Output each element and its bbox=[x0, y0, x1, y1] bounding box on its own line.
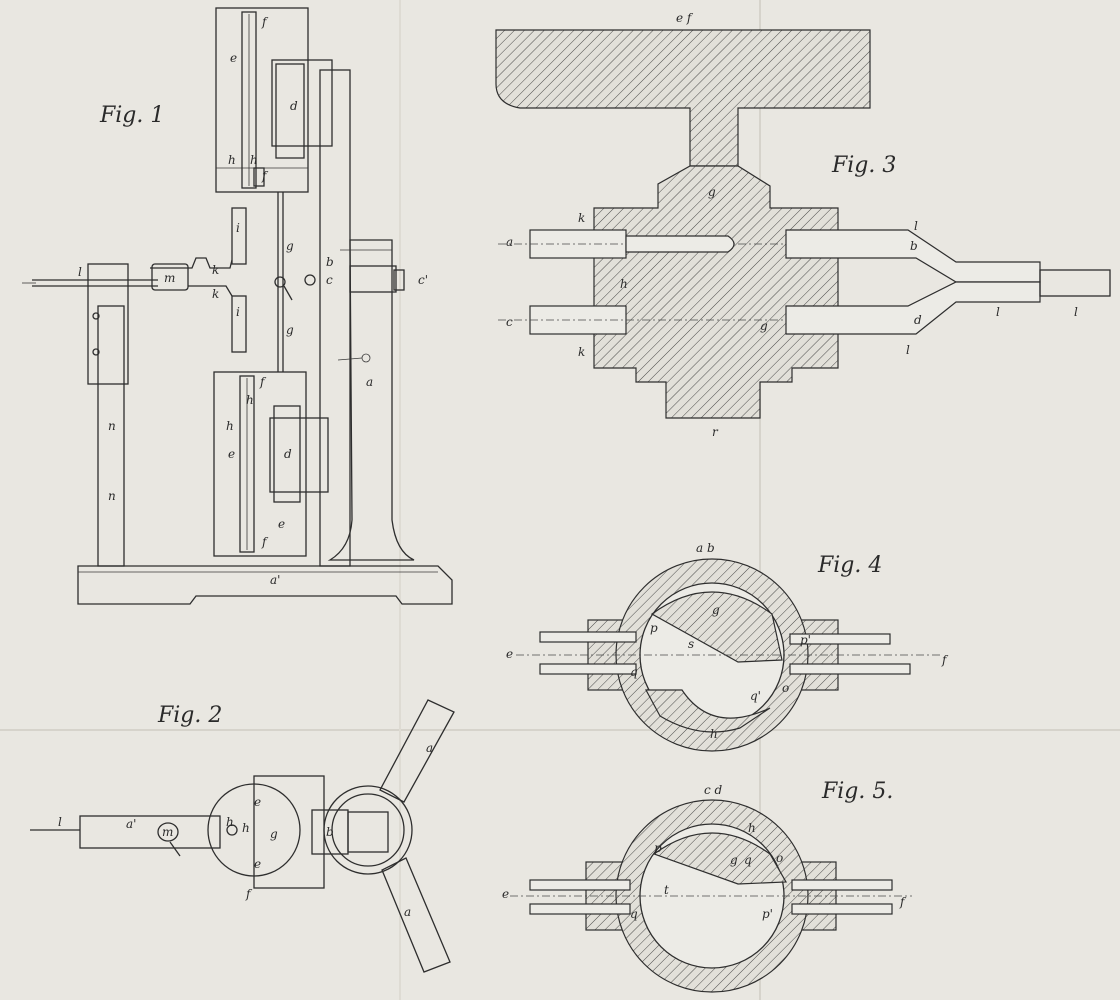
label-b: b bbox=[326, 255, 334, 269]
label-p2: p' bbox=[762, 907, 773, 921]
label-e3: e bbox=[278, 517, 285, 531]
figure-5-title: Fig. 5. bbox=[821, 779, 893, 804]
label-g1: g bbox=[708, 185, 716, 199]
label-e: e bbox=[502, 887, 509, 901]
figure-1: Fig. 1 a' n n l f e h h f d b c bbox=[22, 7, 453, 605]
column-n bbox=[97, 305, 125, 567]
label-h: h bbox=[620, 277, 628, 291]
label-g2: g bbox=[286, 323, 294, 337]
label-n1: n bbox=[108, 419, 116, 433]
label-l3: l bbox=[996, 305, 1000, 319]
valve-m bbox=[151, 263, 189, 291]
label-a2: a' bbox=[270, 573, 280, 587]
label-e1: e bbox=[254, 795, 261, 809]
label-m: m bbox=[164, 271, 175, 285]
label-s: s bbox=[688, 637, 694, 651]
label-a_bot: a bbox=[404, 905, 411, 919]
label-q2: q' bbox=[750, 689, 761, 703]
label-l2: l bbox=[906, 343, 910, 357]
label-f2: f bbox=[261, 169, 269, 183]
label-d_top: d bbox=[290, 99, 298, 113]
lower-vessel bbox=[213, 371, 307, 557]
label-q1: q bbox=[744, 853, 752, 867]
label-h1: h bbox=[228, 153, 236, 167]
label-g1: g bbox=[286, 239, 294, 253]
shaft-l bbox=[79, 815, 221, 849]
upper-vessel bbox=[215, 7, 309, 193]
label-l: l bbox=[78, 265, 82, 279]
label-k1: k bbox=[212, 263, 219, 277]
label-h2: h bbox=[250, 153, 258, 167]
label-g2: g bbox=[760, 319, 768, 333]
ring-a bbox=[323, 785, 413, 875]
figure-3-title: Fig. 3 bbox=[831, 153, 896, 178]
t-head bbox=[495, 29, 871, 167]
label-a: a bbox=[506, 235, 513, 249]
label-cd: c d bbox=[704, 783, 723, 797]
label-l1: l bbox=[914, 219, 918, 233]
label-o: o bbox=[776, 851, 783, 865]
label-f3: f bbox=[259, 375, 267, 389]
valve-body-h bbox=[593, 165, 839, 419]
label-p1: p bbox=[654, 841, 662, 855]
figure-4: Fig. 4 a b e f p g s p' q q' o h bbox=[506, 541, 949, 752]
label-q1: q bbox=[630, 665, 638, 679]
figure-2: Fig. 2 l a' m h h g e e f b a a bbox=[30, 699, 455, 973]
label-l4: l bbox=[1074, 305, 1078, 319]
label-c: c bbox=[506, 315, 513, 329]
figure-5: Fig. 5. c d e f h p g q o t q p' bbox=[502, 779, 912, 993]
label-h1: h bbox=[226, 815, 234, 829]
label-q2: q bbox=[630, 907, 638, 921]
label-c: c bbox=[326, 273, 333, 287]
figure-1-title: Fig. 1 bbox=[99, 103, 164, 128]
figure-4-title: Fig. 4 bbox=[817, 553, 882, 578]
label-h3: h bbox=[246, 393, 254, 407]
label-b: b bbox=[910, 239, 918, 253]
label-ab: a b bbox=[696, 541, 715, 555]
stand-a bbox=[327, 239, 415, 561]
label-k1: k bbox=[578, 211, 585, 225]
label-g: g bbox=[712, 603, 720, 617]
label-a2: a' bbox=[126, 817, 136, 831]
label-c2: c' bbox=[418, 273, 428, 287]
label-g: g bbox=[270, 827, 278, 841]
label-f: f bbox=[941, 653, 949, 667]
label-d2: d bbox=[284, 447, 292, 461]
label-e_top: e bbox=[230, 51, 237, 65]
label-o: o bbox=[782, 681, 789, 695]
label-b: b bbox=[326, 825, 334, 839]
label-a_top: a bbox=[426, 741, 433, 755]
label-e2: e bbox=[228, 447, 235, 461]
label-f: f bbox=[899, 895, 907, 909]
label-i2: i bbox=[236, 305, 240, 319]
label-l: l bbox=[58, 815, 62, 829]
figure-2-title: Fig. 2 bbox=[157, 703, 222, 728]
label-r: r bbox=[712, 425, 719, 439]
label-t: t bbox=[664, 883, 669, 897]
label-p1: p bbox=[650, 621, 658, 635]
base-plate bbox=[77, 565, 453, 605]
label-h: h bbox=[748, 821, 756, 835]
label-i1: i bbox=[236, 221, 240, 235]
label-a: a bbox=[366, 375, 373, 389]
label-k2: k bbox=[578, 345, 585, 359]
label-h: h bbox=[710, 727, 718, 741]
label-d: d bbox=[914, 313, 922, 327]
label-p2: p' bbox=[800, 633, 811, 647]
label-e2: e bbox=[254, 857, 261, 871]
label-h2: h bbox=[242, 821, 250, 835]
label-m: m bbox=[162, 825, 173, 839]
label-k2: k bbox=[212, 287, 219, 301]
label-g: g bbox=[730, 853, 738, 867]
figure-3: Fig. 3 e f g g h k k a c l b d l l l r bbox=[495, 11, 1111, 439]
label-f: f bbox=[245, 887, 253, 901]
label-n2: n bbox=[108, 489, 116, 503]
label-h4: h bbox=[226, 419, 234, 433]
label-f_top: f bbox=[261, 15, 269, 29]
label-ef: e f bbox=[676, 11, 694, 25]
label-f4: f bbox=[261, 535, 269, 549]
label-e: e bbox=[506, 647, 513, 661]
